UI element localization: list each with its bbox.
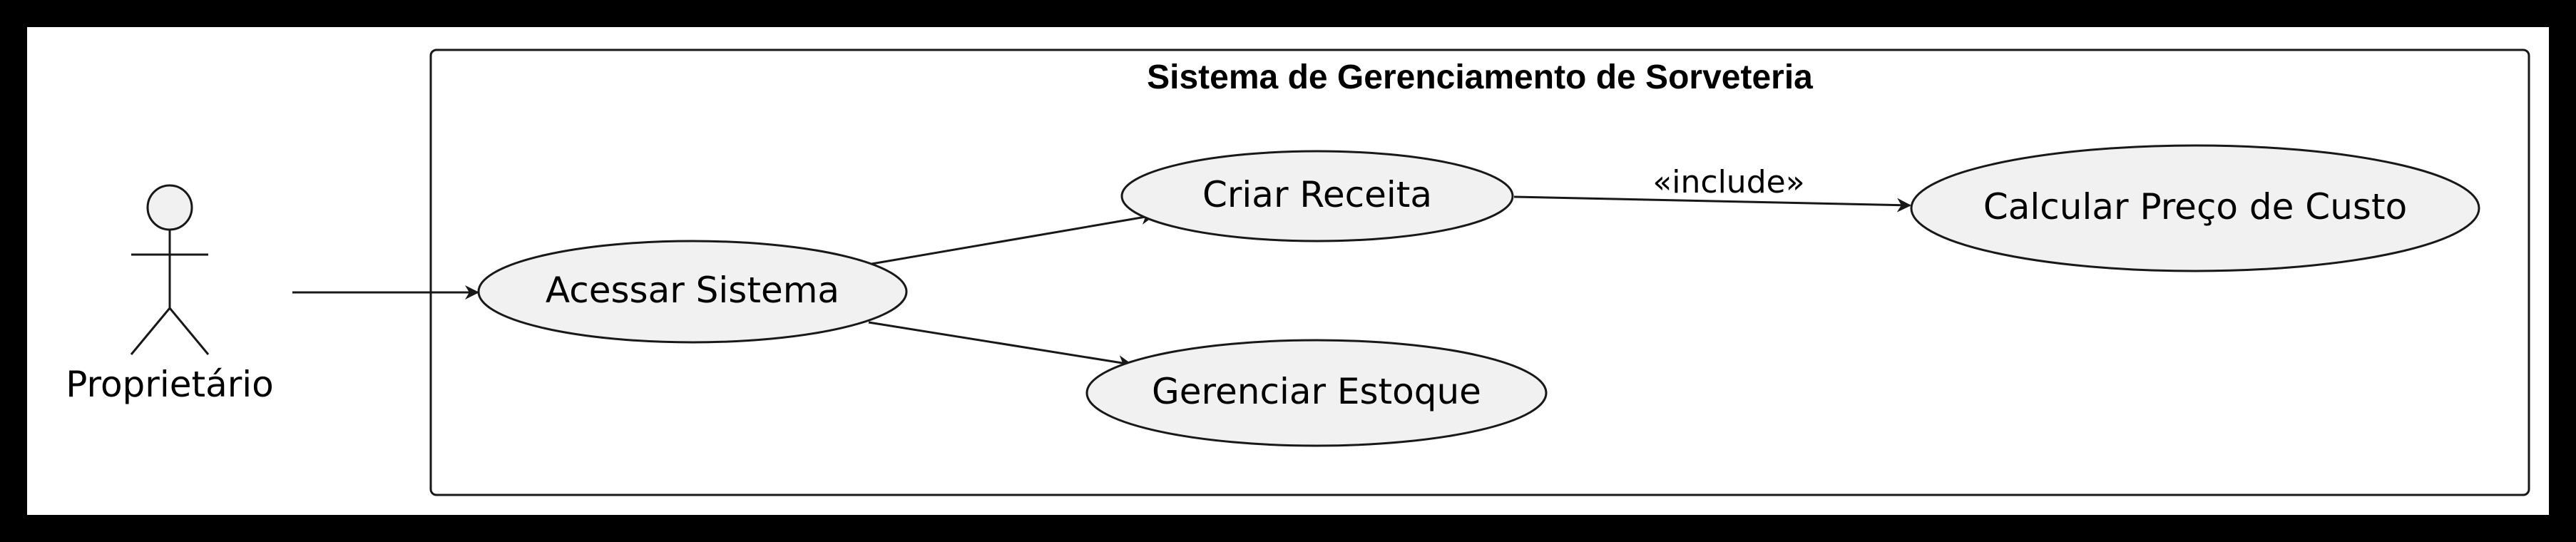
use-case-label: Calcular Preço de Custo [1983, 186, 2407, 227]
actor-proprietario[interactable]: Proprietário [66, 184, 274, 405]
edge-acessar-to-criar [871, 210, 1155, 265]
use-case-label: Criar Receita [1202, 174, 1432, 215]
actor-right-leg [168, 307, 210, 355]
edge-acessar-to-gerenciar [868, 321, 1133, 370]
include-label: «include» [1652, 164, 1804, 200]
use-case-ellipse [1085, 339, 1548, 447]
use-case-label: Gerenciar Estoque [1152, 371, 1481, 412]
actor-label: Proprietário [66, 364, 274, 405]
use-case-ellipse [477, 240, 908, 344]
use-case-gerenciar-estoque[interactable]: Gerenciar Estoque [1085, 339, 1548, 447]
actor-left-leg [130, 307, 171, 355]
use-case-calcular-preco-de-custo[interactable]: Calcular Preço de Custo [1910, 144, 2480, 272]
actor-head [146, 184, 193, 231]
system-title: Sistema de Gerenciamento de Sorveteria [1147, 58, 1813, 96]
use-case-criar-receita[interactable]: Criar Receita [1120, 150, 1514, 242]
use-case-label: Acessar Sistema [546, 270, 839, 311]
use-case-ellipse [1120, 150, 1514, 242]
edge-criar-include-calcular [1513, 195, 1911, 213]
use-case-acessar-sistema[interactable]: Acessar Sistema [477, 240, 908, 344]
use-case-ellipse [1910, 144, 2480, 272]
